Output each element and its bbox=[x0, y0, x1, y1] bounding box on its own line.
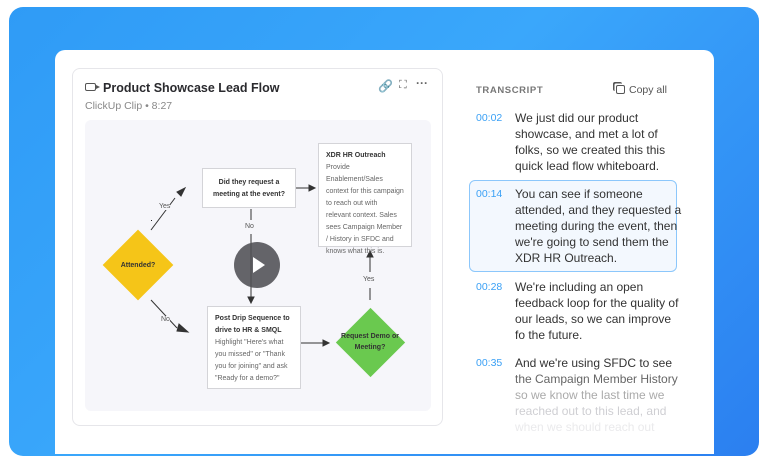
no-label: No bbox=[245, 223, 254, 230]
request-demo-label: Request Demo or Meeting? bbox=[341, 333, 399, 351]
play-button[interactable] bbox=[234, 242, 280, 288]
more-icon[interactable]: ··· bbox=[416, 76, 428, 90]
post-drip-box: Post Drip Sequence to drive to HR & SMQL… bbox=[207, 306, 301, 389]
line: folks, so we created this this bbox=[515, 143, 666, 157]
line: showcase, and met a lot of bbox=[515, 127, 658, 141]
copy-all-button[interactable]: Copy all bbox=[616, 84, 667, 96]
transcript-heading: TRANSCRIPT bbox=[476, 85, 544, 96]
line: We're including an open bbox=[515, 280, 644, 294]
line: the Campaign Member History bbox=[515, 372, 678, 386]
timestamp[interactable]: 00:02 bbox=[476, 112, 503, 124]
xdr-body: Provide Enablement/Sales context for thi… bbox=[326, 164, 404, 255]
line: reached out to this lead, and bbox=[515, 404, 667, 418]
line: quick lead flow whiteboard. bbox=[515, 159, 660, 173]
xdr-outreach-box: XDR HR Outreach Provide Enablement/Sales… bbox=[318, 143, 412, 255]
clip-card: Product Showcase Lead Flow 🔗 ⛶ ··· Click… bbox=[72, 68, 443, 426]
clip-subtitle: ClickUp Clip • 8:27 bbox=[85, 100, 173, 112]
yes-label: Yes bbox=[159, 203, 171, 210]
line: our leads, so we can improve bbox=[515, 312, 672, 326]
no-label: No bbox=[161, 316, 170, 323]
whiteboard-diagram[interactable]: Yes No No Yes Attended? Did they request… bbox=[85, 120, 431, 411]
line: You can see if someone bbox=[515, 187, 643, 201]
line: And we're using SFDC to see bbox=[515, 356, 673, 370]
line: we're going to send them the bbox=[515, 235, 669, 249]
line: attended, and they requested a bbox=[515, 203, 682, 217]
line: so we know the last time we bbox=[515, 388, 665, 402]
timestamp[interactable]: 00:35 bbox=[476, 357, 503, 369]
copy-icon bbox=[616, 85, 625, 94]
clip-title: Product Showcase Lead Flow bbox=[103, 81, 280, 95]
line: XDR HR Outreach. bbox=[515, 251, 618, 265]
expand-icon[interactable]: ⛶ bbox=[399, 79, 407, 91]
line: feedback loop for the quality of bbox=[515, 296, 679, 310]
timestamp[interactable]: 00:28 bbox=[476, 281, 503, 293]
yes-label: Yes bbox=[363, 276, 375, 283]
line: fo the future. bbox=[515, 328, 583, 342]
attended-label: Attended? bbox=[120, 262, 156, 269]
video-icon bbox=[85, 83, 100, 91]
post-drip-body: Highlight "Here's what you missed" or "T… bbox=[215, 339, 288, 382]
copy-all-label: Copy all bbox=[629, 84, 667, 96]
link-icon[interactable]: 🔗 bbox=[378, 79, 393, 93]
post-drip-title: Post Drip Sequence to drive to HR & SMQL bbox=[215, 315, 290, 334]
active-entry-highlight bbox=[469, 180, 677, 272]
line: We just did our product bbox=[515, 111, 639, 125]
request-meeting-box: Did they request a meeting at the event? bbox=[202, 168, 296, 208]
timestamp[interactable]: 00:14 bbox=[476, 188, 503, 200]
line: meeting during the event, then bbox=[515, 219, 678, 233]
xdr-title: XDR HR Outreach bbox=[326, 152, 386, 159]
line: when we should reach out bbox=[515, 420, 655, 434]
